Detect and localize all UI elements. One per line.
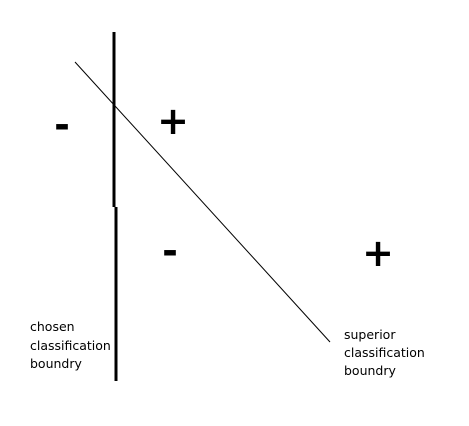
chosen-label-line-2: classification — [30, 338, 111, 353]
chosen-label-line-3: boundry — [30, 356, 83, 371]
plus-symbol-top-right: + — [157, 99, 189, 143]
superior-label-line-1: superior — [344, 327, 396, 342]
chosen-label-line-1: chosen — [30, 319, 75, 334]
minus-symbol-top-left: - — [54, 103, 70, 147]
chosen-boundary-label: chosen classification boundry — [30, 319, 111, 371]
superior-boundary-label: superior classification boundry — [344, 327, 425, 378]
chosen-boundary-line — [112, 32, 118, 381]
superior-label-line-2: classification — [344, 345, 425, 360]
superior-boundary-line — [74, 61, 331, 343]
plus-symbol-bottom-right: + — [362, 231, 394, 275]
superior-label-line-3: boundry — [344, 363, 397, 378]
minus-symbol-bottom-middle: - — [162, 229, 178, 273]
